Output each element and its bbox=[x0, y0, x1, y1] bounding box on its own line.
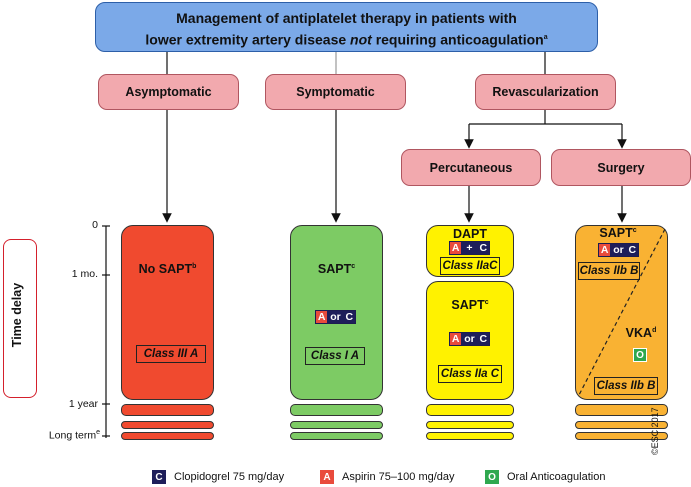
sapt-label-symptomatic: SAPTc bbox=[290, 262, 383, 276]
aspirin-badge: A bbox=[450, 242, 462, 254]
symptomatic-box: Symptomatic bbox=[265, 74, 406, 110]
percutaneous-label: Percutaneous bbox=[429, 160, 513, 175]
vka-text: VKA bbox=[625, 326, 653, 340]
oral-anticoagulation-badge: O bbox=[633, 348, 647, 362]
clopidogrel-badge: C bbox=[477, 242, 490, 254]
tick-long-term-footnote: e bbox=[96, 429, 100, 436]
clopidogrel-badge: C bbox=[626, 244, 638, 256]
tick-one-year: 1 year bbox=[68, 398, 98, 410]
title-line-2b: requiring anticoagulation bbox=[371, 31, 544, 48]
badge-a-or-c: A or C bbox=[449, 332, 490, 346]
sapt-footnote: c bbox=[632, 226, 637, 234]
asymptomatic-bar-1 bbox=[121, 404, 214, 416]
clopidogrel-badge: C bbox=[477, 333, 489, 345]
aspirin-badge: A bbox=[599, 244, 611, 256]
symptomatic-bar-1 bbox=[290, 404, 383, 416]
class-label-symptomatic: Class I A bbox=[305, 347, 365, 365]
class-label-asymptomatic: Class III A bbox=[136, 345, 206, 363]
surgery-bar-3 bbox=[575, 432, 668, 440]
aspirin-badge: A bbox=[450, 333, 462, 345]
title-line-2a: lower extremity artery disease bbox=[145, 31, 351, 48]
badge-or: or bbox=[327, 311, 344, 323]
sapt-label-surgery: SAPTc bbox=[593, 226, 643, 240]
aspirin-icon: A bbox=[320, 470, 334, 484]
legend-oral-anticoagulation: O Oral Anticoagulation bbox=[485, 470, 605, 484]
tick-long-term-text: Long term bbox=[48, 429, 97, 442]
percutaneous-bar-2 bbox=[426, 421, 514, 429]
sapt-text: SAPT bbox=[317, 262, 352, 276]
no-sapt-text: No SAPT bbox=[138, 262, 193, 276]
legend-aspirin: A Aspirin 75–100 mg/day bbox=[320, 470, 455, 484]
oral-anticoagulation-icon: O bbox=[485, 470, 499, 484]
class-label-sapt-percutaneous: Class IIa C bbox=[438, 365, 502, 383]
asymptomatic-label: Asymptomatic bbox=[125, 85, 212, 99]
badge-or: or bbox=[461, 333, 478, 345]
class-label-dapt: Class IIaC bbox=[440, 257, 500, 275]
surgery-label: Surgery bbox=[597, 160, 645, 175]
asymptomatic-bar-3 bbox=[121, 432, 214, 440]
dapt-label: DAPT bbox=[452, 227, 488, 241]
badge-a-or-c: A or C bbox=[598, 243, 639, 257]
surgery-divider bbox=[578, 228, 666, 396]
revascularization-label: Revascularization bbox=[492, 85, 599, 99]
no-sapt-footnote: b bbox=[192, 262, 197, 270]
percutaneous-box: Percutaneous bbox=[401, 149, 541, 186]
class-label-sapt-surgery: Class IIb B bbox=[578, 262, 640, 280]
tick-zero: 0 bbox=[92, 219, 98, 231]
badge-plus: + bbox=[461, 242, 478, 254]
legend-clopidogrel-text: Clopidogrel 75 mg/day bbox=[174, 471, 285, 483]
asymptomatic-bar-2 bbox=[121, 421, 214, 429]
no-sapt-label: No SAPTb bbox=[121, 262, 214, 276]
revascularization-box: Revascularization bbox=[475, 74, 616, 110]
badge-a-plus-c: A + C bbox=[449, 241, 490, 255]
percutaneous-bar-3 bbox=[426, 432, 514, 440]
title-footnote: a bbox=[543, 34, 548, 41]
symptomatic-bar-3 bbox=[290, 432, 383, 440]
surgery-bar-2 bbox=[575, 421, 668, 429]
sapt-footnote: c bbox=[484, 298, 489, 306]
title-emphasis: not bbox=[350, 31, 372, 48]
tick-one-month: 1 mo. bbox=[71, 268, 98, 280]
vka-footnote: d bbox=[652, 326, 657, 334]
time-delay-box bbox=[3, 239, 37, 398]
legend-aspirin-text: Aspirin 75–100 mg/day bbox=[342, 471, 455, 483]
sapt-footnote: c bbox=[351, 262, 356, 270]
sapt-text: SAPT bbox=[599, 226, 633, 240]
class-label-vka: Class IIb B bbox=[594, 377, 658, 395]
title-line-1: Management of antiplatelet therapy in pa… bbox=[176, 10, 517, 26]
vka-label: VKAd bbox=[616, 326, 666, 340]
surgery-bar-1 bbox=[575, 404, 668, 416]
asymptomatic-column bbox=[121, 225, 214, 400]
diagram-title: Management of antiplatelet therapy in pa… bbox=[95, 2, 598, 52]
symptomatic-label: Symptomatic bbox=[296, 85, 375, 99]
legend-clopidogrel: C Clopidogrel 75 mg/day bbox=[152, 470, 284, 484]
aspirin-badge: A bbox=[316, 311, 328, 323]
clopidogrel-badge: C bbox=[343, 311, 355, 323]
surgery-box: Surgery bbox=[551, 149, 691, 186]
copyright: ©ESC 2017 bbox=[650, 407, 660, 455]
time-delay-label: Time delay bbox=[10, 282, 24, 348]
percutaneous-bar-1 bbox=[426, 404, 514, 416]
sapt-label-percutaneous: SAPTc bbox=[426, 298, 514, 312]
tick-long-term: Long terme bbox=[30, 429, 100, 442]
badge-or: or bbox=[610, 244, 627, 256]
legend-oral-anticoagulation-text: Oral Anticoagulation bbox=[507, 471, 606, 483]
badge-a-or-c: A or C bbox=[315, 310, 356, 324]
clopidogrel-icon: C bbox=[152, 470, 166, 484]
symptomatic-bar-2 bbox=[290, 421, 383, 429]
sapt-text: SAPT bbox=[451, 298, 485, 312]
asymptomatic-box: Asymptomatic bbox=[98, 74, 239, 110]
